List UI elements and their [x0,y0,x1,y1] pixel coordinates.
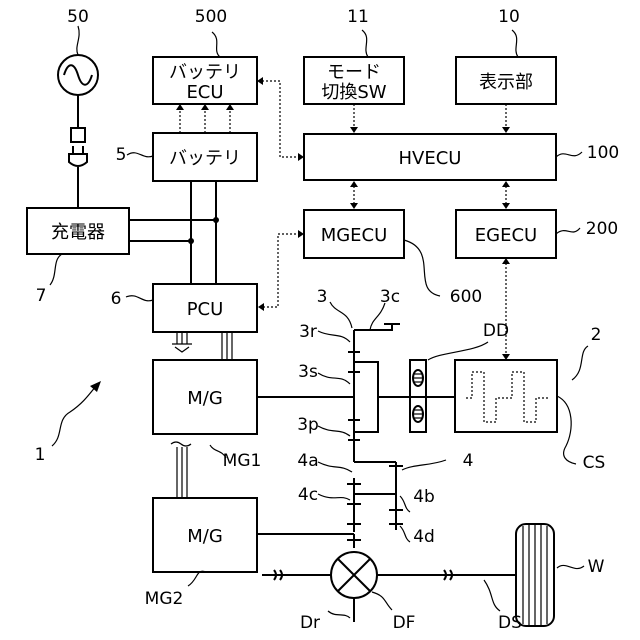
ref-7: 7 [36,286,47,306]
ref-4c: 4c [298,485,318,505]
ref-200: 200 [586,219,618,239]
ref-4: 4 [463,451,474,471]
pcu-label: PCU [187,299,224,320]
ref-4a: 4a [297,451,318,471]
mgecu-block: MGECU [304,210,404,258]
mode-switch-label-1: モード [327,62,381,83]
ref-4d: 4d [413,527,435,547]
ref-mg2: MG2 [145,589,184,609]
mgecu-label: MGECU [321,225,388,246]
ref-500: 500 [195,7,227,27]
mg2-label: M/G [187,526,223,547]
ref-ds: DS [498,613,522,633]
battery-ecu-label-2: ECU [186,82,223,103]
charger-label: 充電器 [51,222,105,243]
mode-switch-label-2: 切換SW [321,82,386,103]
ref-3c: 3c [380,287,400,307]
ref-6: 6 [111,289,122,309]
mg1-block: M/G [153,360,257,434]
ref-3p: 3p [297,415,319,435]
ref-3r: 3r [299,322,317,342]
display-label: 表示部 [479,72,533,93]
charger-block: 充電器 [27,208,129,254]
ref-df: DF [393,613,416,633]
ref-11: 11 [347,7,369,27]
wheel [516,524,554,626]
mode-switch-block: モード 切換SW [304,57,404,104]
charging-plug-icon [69,146,87,208]
ref-4b: 4b [413,487,435,507]
ref-w: W [588,557,605,577]
pcu-block: PCU [153,284,257,332]
ref-600: 600 [450,287,482,307]
ref-5: 5 [116,145,127,165]
battery-ecu-label-1: バッテリ [169,62,241,83]
battery-label: バッテリ [169,148,241,169]
ac-source [58,55,98,142]
hvecu-label: HVECU [399,148,462,169]
egecu-block: EGECU [456,210,556,258]
mg1-label: M/G [187,388,223,409]
hvecu-block: HVECU [304,134,556,180]
drive-shaft [262,570,516,580]
ref-2: 2 [591,325,602,345]
differential [331,552,377,622]
display-block: 表示部 [456,57,556,104]
ref-100: 100 [587,143,619,163]
battery-ecu-block: バッテリ ECU [153,57,257,104]
mg2-block: M/G [153,498,257,572]
ref-3: 3 [317,287,328,307]
egecu-label: EGECU [475,225,537,246]
ref-3s: 3s [298,362,318,382]
engine-block [455,360,576,464]
ref-1: 1 [35,445,46,465]
ref-mg1: MG1 [223,451,262,471]
counter-gear-train [257,462,403,548]
assembly-arrow [52,381,101,446]
ref-dd: DD [483,321,509,341]
ref-cs: CS [583,453,606,473]
ref-50: 50 [67,7,89,27]
battery-block: バッテリ [153,133,257,181]
ref-dr: Dr [300,613,320,633]
ref-10: 10 [498,7,520,27]
